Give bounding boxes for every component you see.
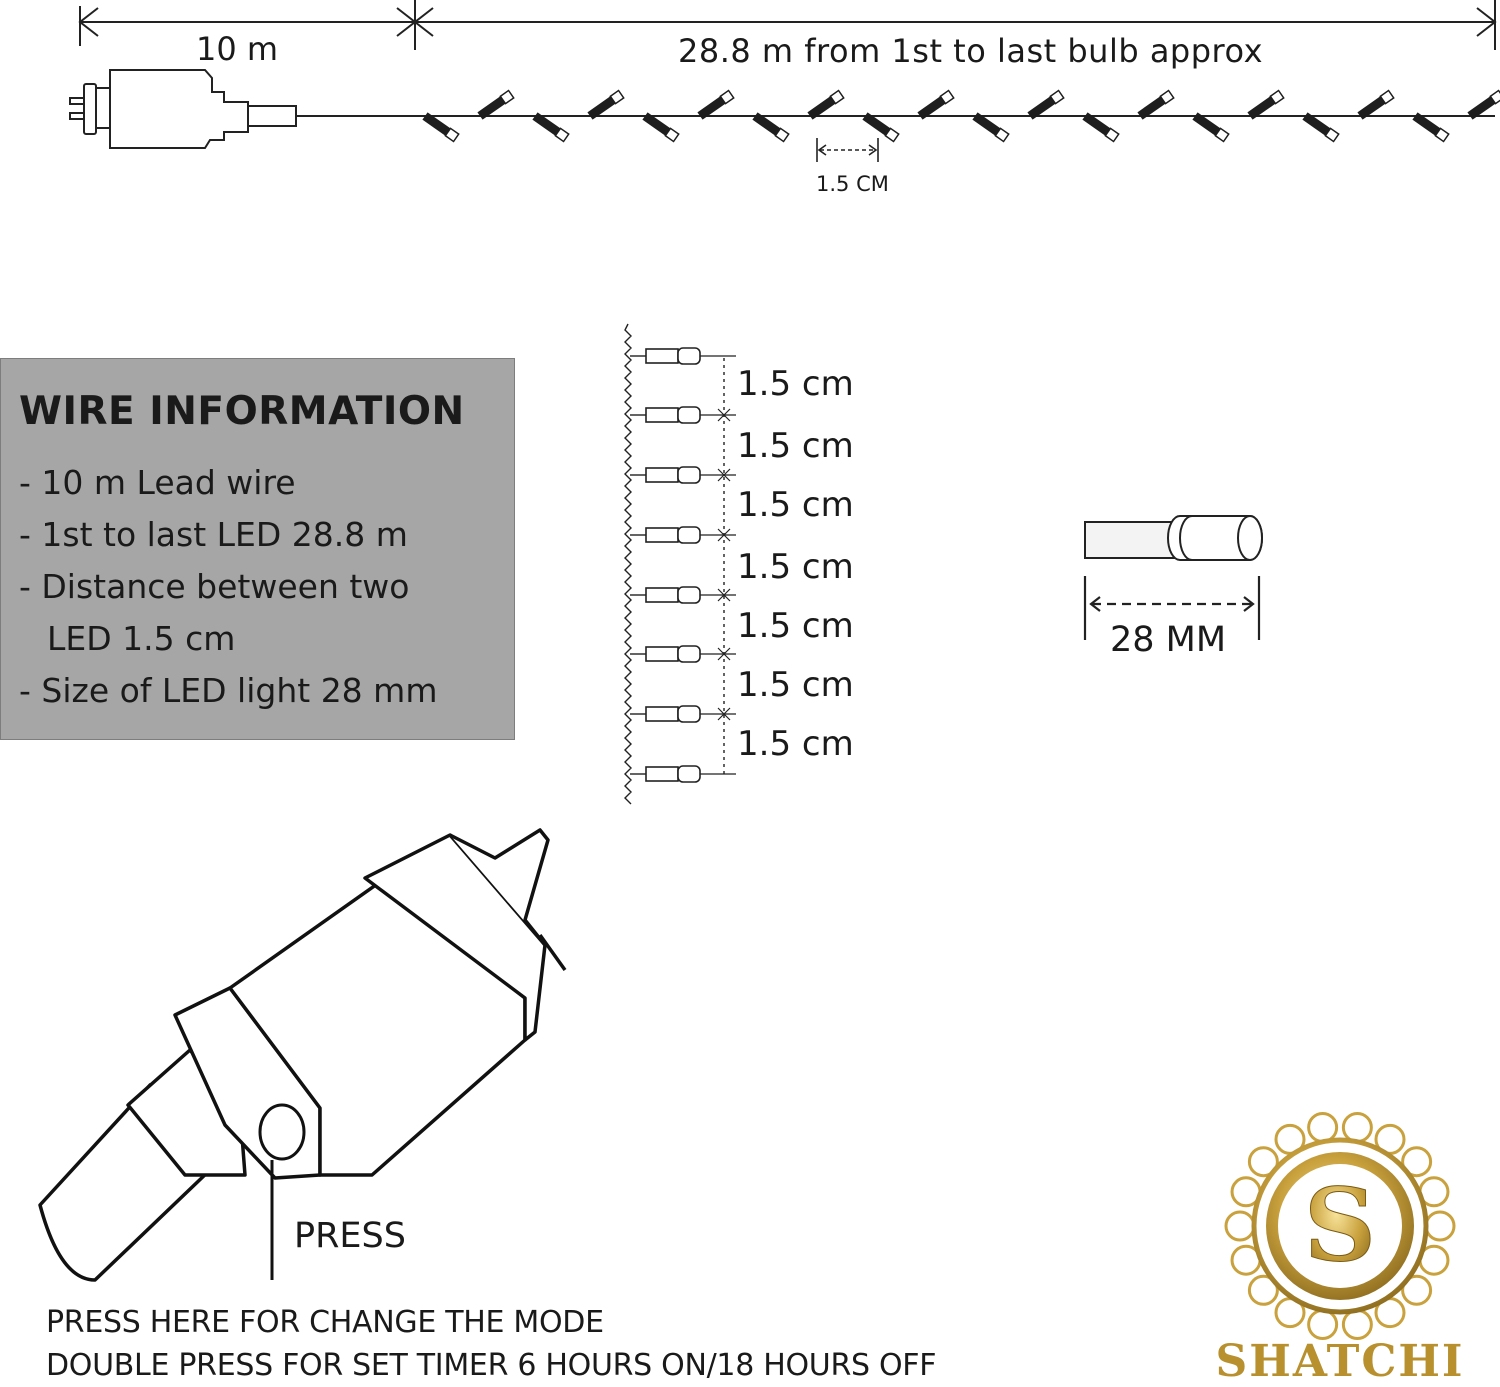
spacing-label-7: 1.5 cm <box>737 724 854 764</box>
led-bulb-icon <box>630 645 736 663</box>
led-bulb-icon <box>862 112 900 143</box>
logo-petal <box>1307 1308 1339 1340</box>
led-bulb-icon <box>1247 89 1285 120</box>
led-bulb-icon <box>630 347 736 365</box>
logo-petal <box>1307 1112 1339 1144</box>
dimension-lines <box>78 0 1497 50</box>
vertical-bulbs <box>630 347 736 783</box>
info-line: LED 1.5 cm <box>47 619 236 658</box>
info-line: - Distance between two <box>19 567 410 606</box>
led-bulb-icon <box>917 89 955 120</box>
info-line: - Size of LED light 28 mm <box>19 671 438 710</box>
spacing-label-4: 1.5 cm <box>737 547 854 587</box>
logo-petal <box>1224 1210 1256 1242</box>
led-bulb-icon <box>630 586 736 604</box>
twisted-wire <box>624 323 725 805</box>
led-bulb-icon <box>477 89 515 120</box>
bulb-spacing-label: 1.5 CM <box>816 172 889 196</box>
led-bulb-icon <box>422 112 460 143</box>
led-bulb-icon <box>1192 112 1230 143</box>
led-bulb-icon <box>1084 515 1263 561</box>
led-bulb-icon <box>752 112 790 143</box>
logo-petal <box>1401 1146 1433 1178</box>
led-bulb-icon <box>630 705 736 723</box>
led-bulb-size-diagram <box>1083 515 1263 640</box>
wire-information-title: WIRE INFORMATION <box>19 389 465 434</box>
size-dimension <box>1083 576 1261 640</box>
plug-icon <box>69 69 420 149</box>
string-light-overview-diagram <box>69 0 1500 162</box>
string-length-label: 28.8 m from 1st to last bulb approx <box>678 32 1264 70</box>
spacing-label-6: 1.5 cm <box>737 665 854 705</box>
bulb-row <box>422 89 1500 143</box>
instruction-timer: DOUBLE PRESS FOR SET TIMER 6 HOURS ON/18… <box>46 1348 937 1383</box>
info-line: - 10 m Lead wire <box>19 463 296 502</box>
wire-information-panel: WIRE INFORMATION - 10 m Lead wire - 1st … <box>0 358 515 740</box>
led-bulb-icon <box>1082 112 1120 143</box>
press-label: PRESS <box>294 1216 406 1256</box>
led-bulb-icon <box>1027 89 1065 120</box>
logo-petal <box>1247 1274 1279 1306</box>
controller-plug-icon <box>38 828 567 1282</box>
info-line: - 1st to last LED 28.8 m <box>19 515 408 554</box>
led-bulb-icon <box>697 89 735 120</box>
led-bulb-icon <box>1302 112 1340 143</box>
logo-petal <box>1424 1210 1456 1242</box>
spacing-label-3: 1.5 cm <box>737 485 854 525</box>
wire-information-list: - 10 m Lead wire - 1st to last LED 28.8 … <box>19 457 437 717</box>
instruction-change-mode: PRESS HERE FOR CHANGE THE MODE <box>46 1305 604 1340</box>
led-size-label: 28 MM <box>1110 620 1227 660</box>
logo-petal <box>1401 1274 1433 1306</box>
led-bulb-icon <box>532 112 570 143</box>
led-bulb-icon <box>630 526 736 544</box>
lead-length-label: 10 m <box>196 30 279 68</box>
shatchi-logo: S <box>1224 1112 1456 1340</box>
led-bulb-icon <box>1412 112 1450 143</box>
led-bulb-icon <box>972 112 1010 143</box>
led-bulb-icon <box>630 406 736 424</box>
logo-petal <box>1341 1112 1373 1144</box>
spacing-label-5: 1.5 cm <box>737 606 854 646</box>
bulb-spacing-dimension <box>816 138 879 162</box>
logo-petal <box>1247 1146 1279 1178</box>
led-bulb-icon <box>630 466 736 484</box>
led-bulb-icon <box>587 89 625 120</box>
led-bulb-icon <box>642 112 680 143</box>
spacing-label-1: 1.5 cm <box>737 364 854 404</box>
led-bulb-icon <box>1357 89 1395 120</box>
logo-petal <box>1341 1308 1373 1340</box>
led-bulb-icon <box>1137 89 1175 120</box>
led-bulb-icon <box>807 89 845 120</box>
led-bulb-icon <box>630 765 736 783</box>
logo-monogram: S <box>1304 1166 1376 1284</box>
brand-name: SHATCHI <box>1215 1336 1465 1387</box>
spacing-label-2: 1.5 cm <box>737 426 854 466</box>
vertical-spacing-diagram <box>624 323 736 805</box>
